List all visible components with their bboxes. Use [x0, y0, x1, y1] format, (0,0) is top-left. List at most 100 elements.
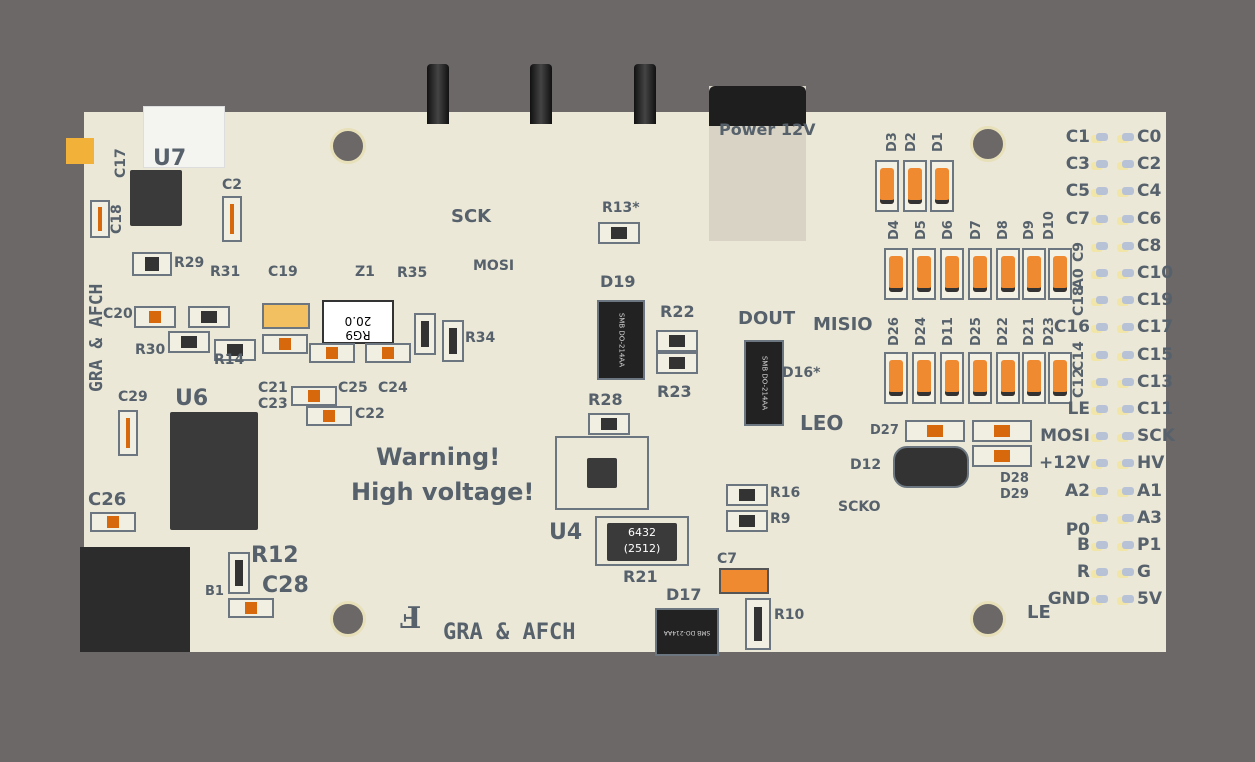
header-label-right: C19 — [1137, 290, 1174, 311]
mount-hole — [970, 126, 1006, 162]
header-pin[interactable] — [1096, 241, 1108, 250]
chip-u6 — [170, 412, 258, 530]
label-c24: C24 — [378, 380, 408, 396]
label-r35: R35 — [397, 265, 428, 281]
label-c28: C28 — [262, 573, 309, 598]
label-d8: D8 — [996, 220, 1011, 240]
diode-d21 — [1022, 352, 1046, 404]
header-pin[interactable] — [1122, 405, 1134, 413]
header-pin[interactable] — [1096, 541, 1108, 549]
header-pin[interactable] — [1122, 459, 1134, 468]
label-d28: D28 — [1000, 471, 1029, 486]
label-leo: LEO — [800, 411, 844, 435]
label-r30: R30 — [135, 342, 166, 358]
header-label-right: SCK — [1137, 426, 1175, 447]
label-r16: R16 — [770, 485, 801, 501]
header-pin[interactable] — [1122, 323, 1134, 332]
diode-d27 — [905, 420, 965, 442]
header-pin[interactable] — [1122, 160, 1134, 169]
header-pin[interactable] — [1096, 296, 1108, 305]
resistor-r30 — [168, 331, 210, 353]
potentiometer-knob-2[interactable] — [530, 64, 552, 124]
label-u6: U6 — [175, 386, 209, 411]
header-label-right: C17 — [1137, 317, 1174, 338]
header-pin[interactable] — [1122, 296, 1134, 305]
diode-d16-marking: SMB DO-214AA — [760, 355, 769, 411]
header-pin[interactable] — [1096, 187, 1108, 196]
label-d7: D7 — [969, 220, 984, 240]
label-r9: R9 — [770, 511, 791, 527]
header-pin[interactable] — [1122, 486, 1134, 495]
label-r10: R10 — [774, 607, 805, 623]
capacitor-c26 — [90, 512, 136, 532]
header-pin[interactable] — [1096, 160, 1108, 169]
diode-d25 — [968, 352, 992, 404]
chip-size: (2512) — [623, 542, 661, 555]
label-r21: R21 — [623, 567, 658, 586]
header-pin[interactable] — [1122, 187, 1134, 196]
diode-d11 — [940, 352, 964, 404]
header-pin[interactable] — [1122, 269, 1134, 277]
header-label-left: B — [1077, 535, 1090, 555]
header-pin[interactable] — [1122, 133, 1134, 141]
header-pin[interactable] — [1122, 568, 1134, 577]
warning-text-2: High voltage! — [351, 478, 535, 506]
resistor-r29 — [132, 252, 172, 276]
label-c26: C26 — [88, 489, 127, 510]
resistor-r23 — [656, 352, 698, 374]
header-label-right: 5V — [1137, 589, 1162, 610]
header-pin[interactable] — [1096, 350, 1108, 359]
label-c22: C22 — [355, 406, 385, 422]
label-c29: C29 — [118, 389, 148, 405]
header-pin[interactable] — [1096, 486, 1108, 495]
diode-d5 — [912, 248, 936, 300]
diode-d19-marking: SMB DO-214AA — [617, 312, 626, 368]
label-r28: R28 — [588, 390, 623, 409]
header-pin[interactable] — [1096, 269, 1108, 277]
diode-d1 — [930, 160, 954, 212]
header-label-right: C8 — [1137, 235, 1162, 256]
label-misio: MISIO — [813, 314, 873, 335]
header-label-left: C18 — [1071, 286, 1087, 317]
header-pin[interactable] — [1096, 568, 1108, 577]
label-d24: D24 — [914, 317, 929, 346]
label-r22: R22 — [660, 302, 695, 321]
header-pin[interactable] — [1122, 377, 1134, 386]
header-pin[interactable] — [1096, 432, 1108, 441]
header-pin[interactable] — [1122, 432, 1134, 441]
label-d10: D10 — [1042, 211, 1057, 240]
header-pin[interactable] — [1096, 595, 1108, 604]
header-pin[interactable] — [1096, 377, 1108, 386]
header-pin[interactable] — [1096, 513, 1108, 522]
header-pin[interactable] — [1122, 350, 1134, 359]
header-label-left: C7 — [1065, 208, 1090, 229]
header-pin[interactable] — [1122, 513, 1134, 522]
label-r29: R29 — [174, 255, 205, 271]
header-pin[interactable] — [1122, 595, 1134, 604]
resistor-r16 — [726, 484, 768, 506]
header-pin[interactable] — [1096, 459, 1108, 468]
tantalum-cap-c19 — [262, 303, 310, 329]
label-u7: U7 — [153, 146, 187, 171]
potentiometer-knob-1[interactable] — [427, 64, 449, 124]
header-pin[interactable] — [1122, 241, 1134, 250]
chip-u7 — [130, 170, 182, 226]
label-c17: C17 — [113, 148, 129, 178]
header-pin[interactable] — [1122, 214, 1134, 223]
label-c2: C2 — [222, 177, 243, 193]
header-pin[interactable] — [1096, 214, 1108, 223]
header-pin[interactable] — [1096, 405, 1108, 413]
header-pin[interactable] — [1096, 133, 1108, 141]
diode-d19: SMB DO-214AA — [597, 300, 645, 380]
header-pin[interactable] — [1122, 541, 1134, 549]
header-pin[interactable] — [1096, 323, 1108, 332]
header-label-left: MOSI — [1040, 426, 1090, 447]
diode-d8 — [996, 248, 1020, 300]
diode-d3 — [875, 160, 899, 212]
label-c20: C20 — [103, 306, 133, 322]
label-c19: C19 — [268, 264, 298, 280]
header-label-right: G — [1137, 562, 1151, 583]
brand-silkscreen-vertical: GRA & AFCH — [86, 283, 107, 392]
potentiometer-knob-3[interactable] — [634, 64, 656, 124]
